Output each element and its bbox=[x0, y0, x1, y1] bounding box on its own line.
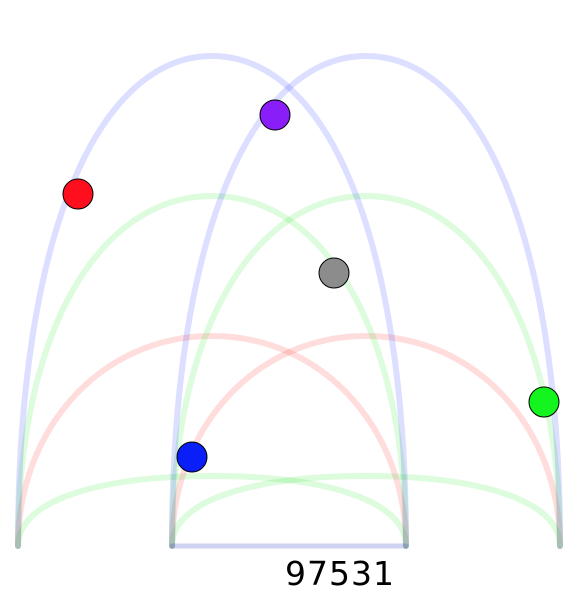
score-display: 97531 bbox=[285, 554, 395, 593]
green-track-high-left bbox=[15, 192, 409, 549]
red-track-right bbox=[169, 332, 563, 549]
green-track-high-right bbox=[169, 192, 563, 549]
blue-track-right bbox=[169, 52, 563, 549]
red-track-left bbox=[15, 332, 409, 549]
blue-track-left bbox=[15, 52, 409, 549]
green-track-low-right bbox=[169, 472, 563, 549]
green-ball[interactable] bbox=[528, 386, 560, 418]
red-ball[interactable] bbox=[62, 178, 94, 210]
purple-ball[interactable] bbox=[259, 99, 291, 131]
gray-ball[interactable] bbox=[318, 257, 350, 289]
blue-ball[interactable] bbox=[176, 441, 208, 473]
green-track-low-left bbox=[15, 472, 409, 549]
